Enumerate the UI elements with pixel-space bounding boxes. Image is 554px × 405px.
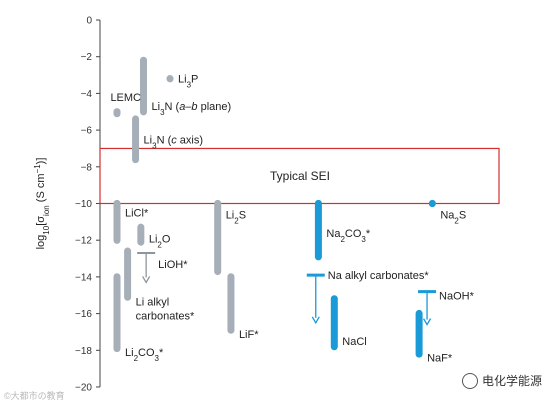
label-naoh-: NaOH* (439, 290, 475, 302)
arrow-head-lioh- (142, 276, 151, 284)
label-na-alkyl-carbonates-: Na alkyl carbonates* (328, 270, 430, 282)
label-licl-: LiCl* (125, 208, 149, 220)
bar-li3n-c-axis- (132, 115, 140, 164)
y-tick-label: −12 (75, 236, 92, 247)
watermark-left: ©大都市の教育 (4, 391, 65, 401)
labels-group: LEMC Li3P Li3N (a–b plane) Li3N (c axis) LiC… (110, 74, 474, 365)
bar-na2co3- (314, 199, 322, 261)
y-tick-label: −6 (81, 126, 93, 137)
sei-band-group: Typical SEI (99, 147, 500, 205)
y-tick-label: −20 (75, 383, 92, 394)
label-na2co3-: Na2CO3* (326, 228, 370, 244)
bar-li3p (166, 75, 174, 83)
label-li2o: Li2O (149, 233, 171, 249)
label-li2s: Li2S (226, 210, 246, 226)
y-tick-label: −2 (81, 52, 93, 63)
y-tick-label: −8 (81, 162, 93, 173)
label-lif-: LiF* (239, 329, 259, 341)
y-tick-label: −4 (81, 89, 93, 100)
y-tick-label: −16 (75, 309, 92, 320)
sei-band-label: Typical SEI (270, 169, 330, 183)
label-naf-: NaF* (427, 353, 453, 365)
bar-li-alkyl-carbonates- (124, 247, 132, 301)
y-tick-label: −18 (75, 346, 92, 357)
watermark-right-text: 电化学能源 (482, 374, 543, 388)
wechat-icon (462, 372, 478, 389)
y-axis: 0 −2 −4 −6 −8 −10 −12 −14 −16 −18 −20 log10[σion (S… (33, 16, 101, 394)
bars-group (113, 56, 436, 358)
arrow-head-naoh- (422, 318, 432, 326)
bar-li2s (214, 199, 222, 276)
label-li3p: Li3P (178, 74, 198, 90)
y-tick-label: −10 (75, 199, 92, 210)
arrows-group (137, 252, 437, 326)
label-lioh-: LiOH* (158, 259, 188, 271)
label-li2co3-: Li2CO3* (125, 347, 164, 363)
bar-nacl (330, 295, 338, 351)
watermark-right: 电化学能源 (462, 372, 542, 389)
y-tick-label: −14 (75, 272, 92, 283)
sei-band (99, 147, 500, 205)
label-li3n-a-b-plane-: Li3N (a–b plane) (152, 101, 232, 117)
label-lemc: LEMC (110, 92, 141, 104)
bar-lif- (227, 273, 235, 334)
bar-na2s (428, 199, 436, 208)
bar-li3n-a-b-plane- (140, 56, 147, 116)
label-na2s: Na2S (440, 210, 466, 226)
bar-licl- (113, 199, 121, 244)
bar-li2co3- (113, 273, 121, 353)
bar-naf- (415, 309, 423, 358)
label-li3n-c-axis-: Li3N (c axis) (144, 134, 203, 150)
label-nacl: NaCl (342, 336, 366, 348)
y-tick-label: 0 (86, 16, 92, 27)
bar-li2o (137, 223, 145, 246)
arrow-head-na-alkyl-carbonates- (311, 316, 320, 325)
y-axis-title: log10[σion (S cm−1)] (33, 158, 51, 250)
bar-lemc (113, 108, 121, 118)
